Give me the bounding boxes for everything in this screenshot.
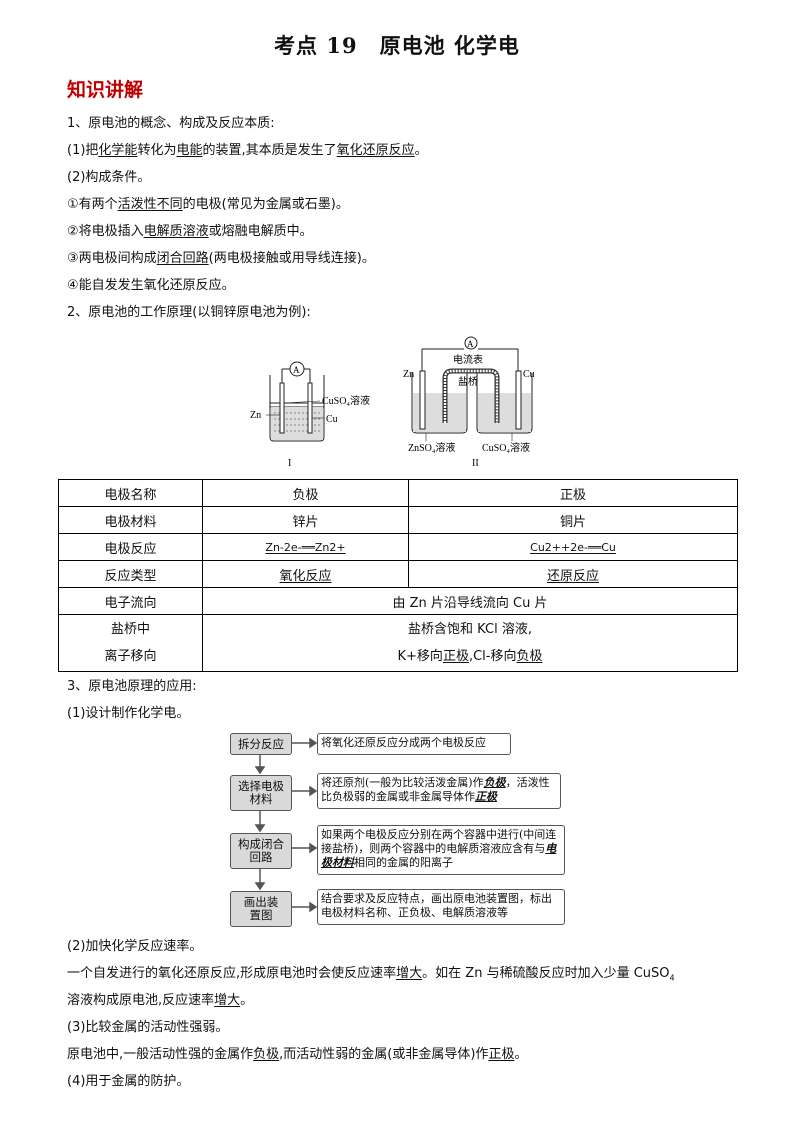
paragraph-6: ③两电极间构成闭合回路(两电极接触或用导线连接)。: [67, 251, 375, 266]
table-row: 电子流向 由 Zn 片沿导线流向 Cu 片: [58, 587, 738, 615]
zn-label-1: Zn: [250, 410, 261, 421]
flow-step-4: 画出装置图: [230, 891, 292, 927]
caption-2: II: [472, 458, 479, 469]
design-flowchart: 拆分反应 将氧化还原反应分成两个电极反应 选择电极材料 将还原剂(一般为比较活泼…: [228, 729, 568, 929]
table-row: 反应类型 氧化反应 还原反应: [58, 560, 738, 588]
ammeter-label-2: A: [467, 339, 474, 349]
meter-label: 电流表: [453, 353, 483, 366]
table-row: 盐桥中离子移向 盐桥含饱和 KCl 溶液,K+移向正极,Cl-移向负极: [58, 614, 738, 672]
flowchart-arrows: [254, 737, 318, 913]
flow-desc-4: 结合要求及反应特点，画出原电池装置图，标出电极材料名称、正负极、电解质溶液等: [317, 889, 565, 925]
table-row: 电极名称 负极 正极: [58, 479, 738, 507]
flow-step-1: 拆分反应: [230, 733, 292, 755]
section-heading: 知识讲解: [67, 79, 144, 101]
paragraph-13: 溶液构成原电池,反应速率增大。: [67, 993, 254, 1008]
cuso4-label-1: CuSO₄溶液: [322, 394, 370, 407]
paragraph-5: ②将电极插入电解质溶液或熔融电解质中。: [67, 224, 313, 239]
znso4-label: ZnSO₄溶液: [408, 441, 455, 454]
paragraph-14: (3)比较金属的活动性强弱。: [67, 1020, 229, 1035]
cu-label-2: Cu: [523, 369, 535, 380]
flow-step-2: 选择电极材料: [230, 775, 292, 811]
caption-1: I: [288, 458, 291, 469]
cuso4-label-2: CuSO₄溶液: [482, 441, 530, 454]
cell-diagram-2: [411, 336, 533, 441]
ammeter-label-1: A: [293, 365, 300, 375]
cu-label-1: Cu: [326, 414, 338, 425]
electrode-table: 电极名称 负极 正极 电极材料 锌片 铜片 电极反应 Zn-2e-══Zn2+ …: [58, 479, 738, 672]
paragraph-16: (4)用于金属的防护。: [67, 1074, 190, 1089]
cell-diagram-1: [266, 361, 325, 442]
flow-desc-3: 如果两个电极反应分别在两个容器中进行(中间连接盐桥)，则两个容器中的电解质溶液应…: [317, 825, 565, 875]
paragraph-11: (2)加快化学反应速率。: [67, 939, 203, 954]
flow-desc-1: 将氧化还原反应分成两个电极反应: [317, 733, 511, 755]
flow-step-3: 构成闭合回路: [230, 833, 292, 869]
paragraph-1: 1、原电池的概念、构成及反应本质:: [67, 116, 275, 131]
zn-label-2: Zn: [403, 369, 414, 380]
paragraph-10: (1)设计制作化学电。: [67, 706, 190, 721]
bridge-label: 盐桥: [458, 375, 478, 388]
paragraph-2: (1)把化学能转化为电能的装置,其本质是发生了氧化还原反应。: [67, 143, 428, 158]
table-row: 电极材料 锌片 铜片: [58, 506, 738, 534]
paragraph-12: 一个自发进行的氧化还原反应,形成原电池时会使反应速率增大。如在 Zn 与稀硫酸反…: [67, 966, 675, 983]
paragraph-15: 原电池中,一般活动性强的金属作负极,而活动性弱的金属(或非金属导体)作正极。: [67, 1047, 528, 1062]
paragraph-7: ④能自发发生氧化还原反应。: [67, 278, 235, 293]
table-row: 电极反应 Zn-2e-══Zn2+ Cu2++2e-══Cu: [58, 533, 738, 561]
flow-desc-2: 将还原剂(一般为比较活泼金属)作负极，活泼性比负极弱的金属或非金属导体作正极: [317, 773, 561, 809]
page-title: 考点 19 原电池 化学电: [274, 33, 520, 58]
paragraph-9: 3、原电池原理的应用:: [67, 679, 197, 694]
paragraph-3: (2)构成条件。: [67, 170, 151, 185]
paragraph-8: 2、原电池的工作原理(以铜锌原电池为例):: [67, 305, 311, 320]
galvanic-cell-figure: A Zn CuSO₄溶液 Cu I A 电流表 盐桥 Zn Cu ZnSO₄溶液…: [250, 336, 535, 469]
paragraph-4: ①有两个活泼性不同的电极(常见为金属或石墨)。: [67, 197, 349, 212]
